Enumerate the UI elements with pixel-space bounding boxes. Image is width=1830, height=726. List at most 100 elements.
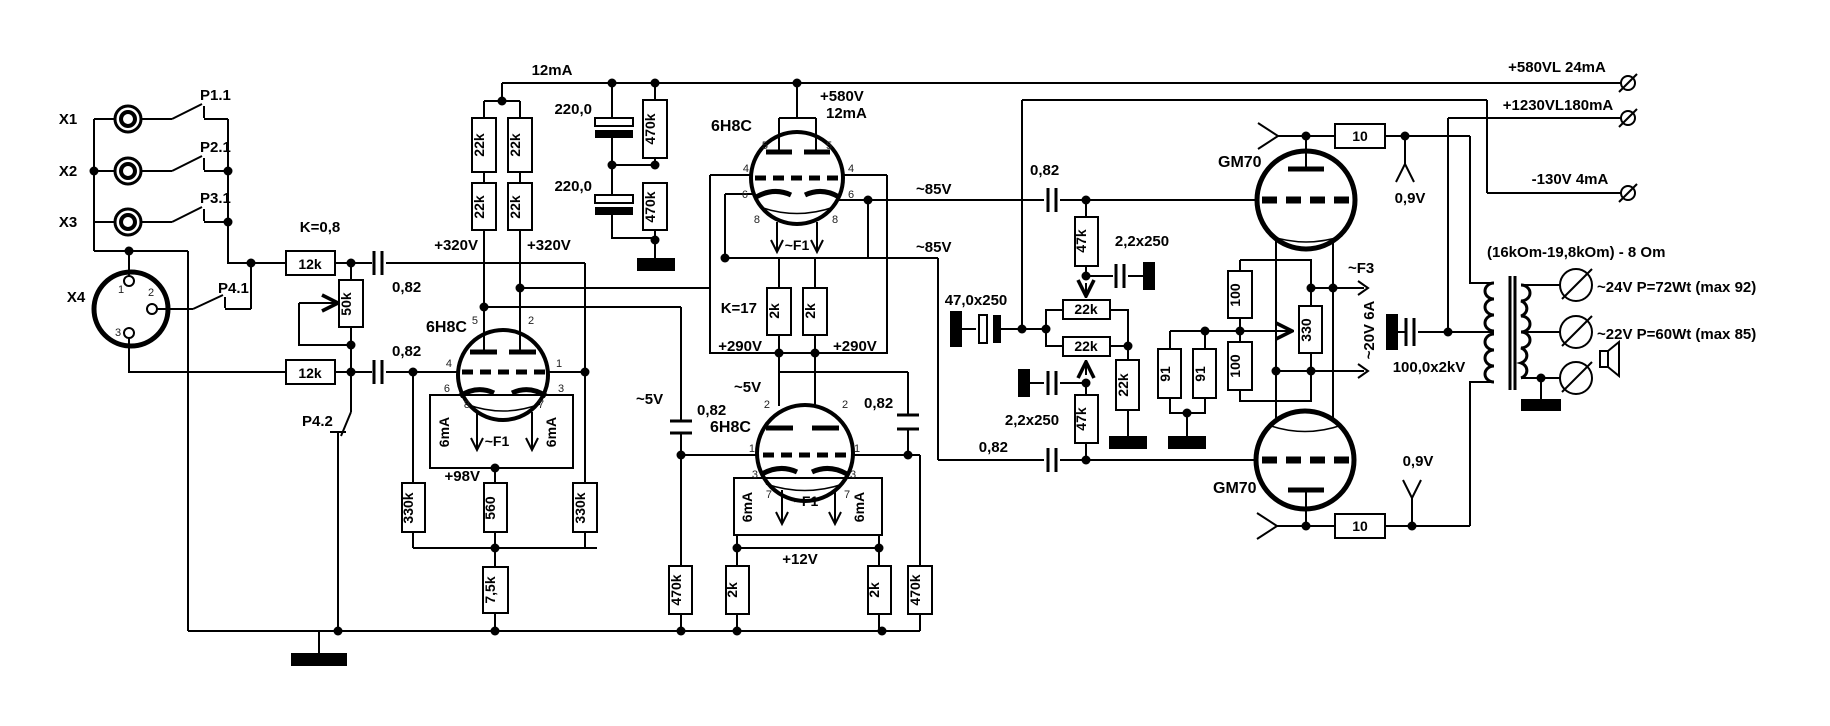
resistor-12k-hot — [285, 250, 336, 276]
capacitor-0.82-coupling — [372, 251, 384, 275]
label-r91: 91 — [1157, 366, 1173, 382]
label-r10: 10 — [1352, 128, 1368, 144]
label-pin: 7 — [538, 399, 544, 411]
terminal-1230vl-icon — [1618, 108, 1638, 128]
label-p42: P4.2 — [302, 413, 333, 430]
rheostat-330 — [1298, 305, 1323, 354]
ground-icon — [1521, 399, 1561, 411]
capacitor-0.82-coupling — [670, 419, 692, 435]
label-f1: ~F1 — [794, 493, 819, 509]
label-v85: ~85V — [916, 239, 951, 256]
resistor-100-humbal — [1227, 341, 1253, 391]
rca-jack-x3 — [113, 207, 143, 237]
label-k17: K=17 — [721, 300, 757, 317]
resistor-47k-gridstopper — [1074, 394, 1099, 444]
ground-icon — [1143, 262, 1155, 290]
label-r10: 10 — [1352, 518, 1368, 534]
ground-icon — [950, 311, 962, 347]
label-r470k-b: 470k — [642, 191, 658, 222]
output-terminals — [1559, 268, 1620, 395]
label-r100: 100 — [1227, 283, 1243, 307]
label-r330k: 330k — [572, 492, 588, 523]
label-r22k: 22k — [507, 133, 523, 157]
filament-box — [733, 477, 883, 536]
terminal-24v-icon — [1559, 268, 1593, 302]
resistor-330k — [572, 482, 598, 533]
label-v12: +12V — [782, 551, 817, 568]
label-r2k: 2k — [766, 303, 782, 319]
label-r75k: 7,5k — [482, 576, 498, 603]
label-6ma: 6mA — [739, 492, 755, 522]
label-xlr-pin3: 3 — [115, 327, 121, 339]
label-pin: 5 — [826, 140, 832, 152]
capacitor-0.82-coupling — [372, 360, 384, 384]
label-f1: ~F1 — [785, 237, 810, 253]
rca-jack-x1 — [113, 104, 143, 134]
resistor-100-humbal — [1227, 270, 1253, 319]
label-pin: 4 — [743, 163, 749, 175]
capacitor-220.0-electrolytic — [594, 194, 634, 215]
label-r2k: 2k — [802, 303, 818, 319]
tube-6h8c-input — [429, 328, 574, 469]
resistors — [285, 99, 1386, 615]
label-r47k: 47k — [1073, 407, 1089, 431]
label-r22k: 22k — [471, 195, 487, 219]
terminal-common-icon — [1559, 361, 1593, 395]
label-r2k: 2k — [724, 582, 740, 598]
label-p21: P2.1 — [200, 139, 231, 156]
label-f3: ~F3 — [1348, 260, 1374, 277]
label-c082-gm70: 0,82 — [1030, 162, 1059, 179]
label-pin: 3 — [558, 383, 564, 395]
label-c220-b: 220,0 — [554, 178, 592, 195]
label-r22k-trim: 22k — [1074, 301, 1098, 317]
label-c082: 0,82 — [864, 395, 893, 412]
label-v580l: +580VL 24mA — [1508, 59, 1606, 76]
label-pin: 2 — [528, 315, 534, 327]
resistor-560 — [483, 482, 508, 533]
capacitor-0.82-gm70 — [1046, 188, 1058, 212]
label-pin: 5 — [472, 315, 478, 327]
label-pin: 4 — [848, 163, 854, 175]
resistor-22k — [471, 182, 497, 231]
label-v98: +98V — [445, 468, 480, 485]
label-c082-b: 0,82 — [392, 343, 421, 360]
label-r100: 100 — [1227, 354, 1243, 378]
label-r2k: 2k — [866, 582, 882, 598]
label-c100: 100,0x2kV — [1393, 359, 1466, 376]
label-r470k: 470k — [907, 574, 923, 605]
xlr-connector-x4 — [91, 269, 171, 349]
label-c47: 47,0x250 — [945, 292, 1008, 309]
label-f1: ~F1 — [485, 433, 510, 449]
output-transformer-icon — [1483, 276, 1532, 390]
label-pin: 6 — [444, 383, 450, 395]
resistor-2k-srpp — [802, 287, 828, 336]
ground-icon — [1109, 436, 1147, 449]
wires — [93, 82, 1621, 653]
label-gm70-bottom: GM70 — [1213, 480, 1257, 497]
ground-icon — [1168, 436, 1206, 449]
trimmer-22k — [1062, 299, 1111, 320]
tube-gm70-lower — [1253, 408, 1357, 540]
capacitor-2.2x250 — [1046, 371, 1058, 395]
resistor-22k — [507, 182, 533, 231]
label-6ma: 6mA — [436, 417, 452, 447]
label-r560: 560 — [482, 496, 498, 520]
label-c22: 2,2x250 — [1005, 412, 1059, 429]
label-c082: 0,82 — [697, 402, 726, 419]
label-x3: X3 — [59, 214, 77, 231]
label-c220-a: 220,0 — [554, 101, 592, 118]
label-6ma: 6mA — [543, 417, 559, 447]
capacitor-2.2x250 — [1114, 264, 1126, 288]
resistor-470k-filter — [642, 99, 668, 159]
ground-icons — [291, 258, 1561, 666]
label-6h8c-1: 6H8C — [426, 319, 467, 336]
label-pin: 1 — [854, 443, 860, 455]
label-pin: 8 — [832, 214, 838, 226]
label-pin: 3 — [752, 469, 758, 481]
label-pin: 2 — [842, 399, 848, 411]
label-p41: P4.1 — [218, 280, 249, 297]
label-i580: 12mA — [826, 105, 867, 122]
resistor-330k — [401, 482, 426, 533]
resistor-47k-gridstopper — [1074, 216, 1099, 267]
